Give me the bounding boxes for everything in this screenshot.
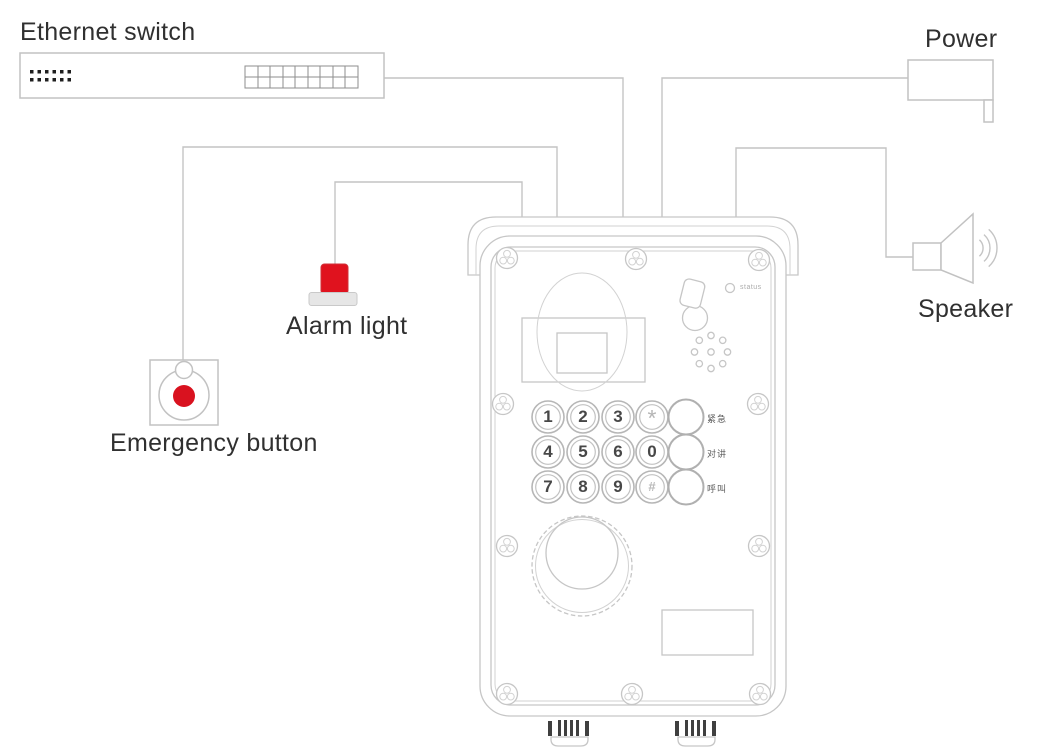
key-8-label: 8 — [578, 477, 588, 496]
power-plug-tab — [983, 99, 994, 123]
alarm-light-label: Alarm light — [286, 312, 408, 340]
screw-icon — [747, 534, 771, 558]
screw-icon — [491, 392, 515, 416]
key-4-label: 4 — [543, 442, 553, 461]
key-6-label: 6 — [613, 442, 623, 461]
power-label: Power — [925, 25, 998, 53]
power-box — [907, 59, 994, 101]
wire-ethernet-to-device — [384, 77, 624, 217]
speaker-driver-box — [912, 242, 942, 271]
wire-alarm-to-device — [334, 181, 523, 265]
speaker-cone — [940, 212, 974, 285]
wiring-layer — [182, 77, 913, 360]
keypad-side-label-call: 呼叫 — [707, 484, 728, 494]
handset-icon — [679, 278, 709, 332]
screw-icon — [747, 248, 771, 272]
cable-gland-left — [548, 720, 589, 747]
camera-lens-frame — [556, 332, 608, 374]
emergency-keyway — [174, 360, 194, 380]
screw-icon — [748, 682, 772, 706]
wire-speaker-to-device — [735, 147, 913, 258]
cable-gland-right — [675, 720, 716, 747]
speaker-icon — [912, 212, 998, 285]
volume-knob-icon — [531, 515, 633, 617]
key-5-label: 5 — [578, 442, 588, 461]
key-intercom — [667, 433, 705, 471]
status-led-icon — [724, 282, 736, 294]
emergency-button-icon — [149, 359, 219, 426]
screw-icon — [495, 246, 519, 270]
key-hash-label: # — [648, 479, 656, 494]
device-top-cap-inner — [475, 225, 791, 275]
switch-led-dots — [30, 70, 71, 82]
alarm-light-icon — [308, 263, 358, 306]
wire-power-to-device — [661, 77, 908, 217]
intercom-device — [467, 216, 799, 747]
status-led-label: status — [740, 284, 762, 291]
sound-waves-icon — [978, 228, 998, 268]
keypad-side-label-intercom: 对讲 — [707, 449, 728, 459]
power-adapter — [907, 59, 994, 123]
screw-icon — [746, 392, 770, 416]
key-9-label: 9 — [613, 477, 623, 496]
key-star-label: * — [647, 405, 657, 431]
key-emergency — [667, 398, 705, 436]
screw-icon — [495, 682, 519, 706]
key-2-label: 2 — [578, 407, 588, 426]
camera-window — [521, 317, 646, 383]
screw-icon — [620, 682, 644, 706]
screw-icon — [495, 534, 519, 558]
ethernet-switch-label: Ethernet switch — [20, 18, 196, 46]
key-7-label: 7 — [543, 477, 553, 496]
alarm-lamp-dome — [320, 263, 349, 295]
ethernet-switch — [19, 52, 385, 99]
key-1-label: 1 — [543, 407, 553, 426]
nameplate — [661, 609, 754, 656]
screw-icon — [624, 247, 648, 271]
alarm-lamp-base — [308, 292, 358, 306]
keypad-side-label-emergency: 紧急 — [707, 414, 728, 424]
ethernet-switch-box — [19, 52, 385, 99]
emergency-red-button — [173, 385, 195, 407]
camera-dome-ellipse — [536, 272, 628, 392]
emergency-button-label: Emergency button — [110, 429, 318, 457]
key-call — [667, 468, 705, 506]
key-3-label: 3 — [613, 407, 623, 426]
wire-emergency-to-device — [182, 146, 558, 360]
key-0-label: 0 — [647, 442, 657, 461]
switch-port-grid — [244, 65, 359, 89]
speaker-label: Speaker — [918, 295, 1014, 323]
